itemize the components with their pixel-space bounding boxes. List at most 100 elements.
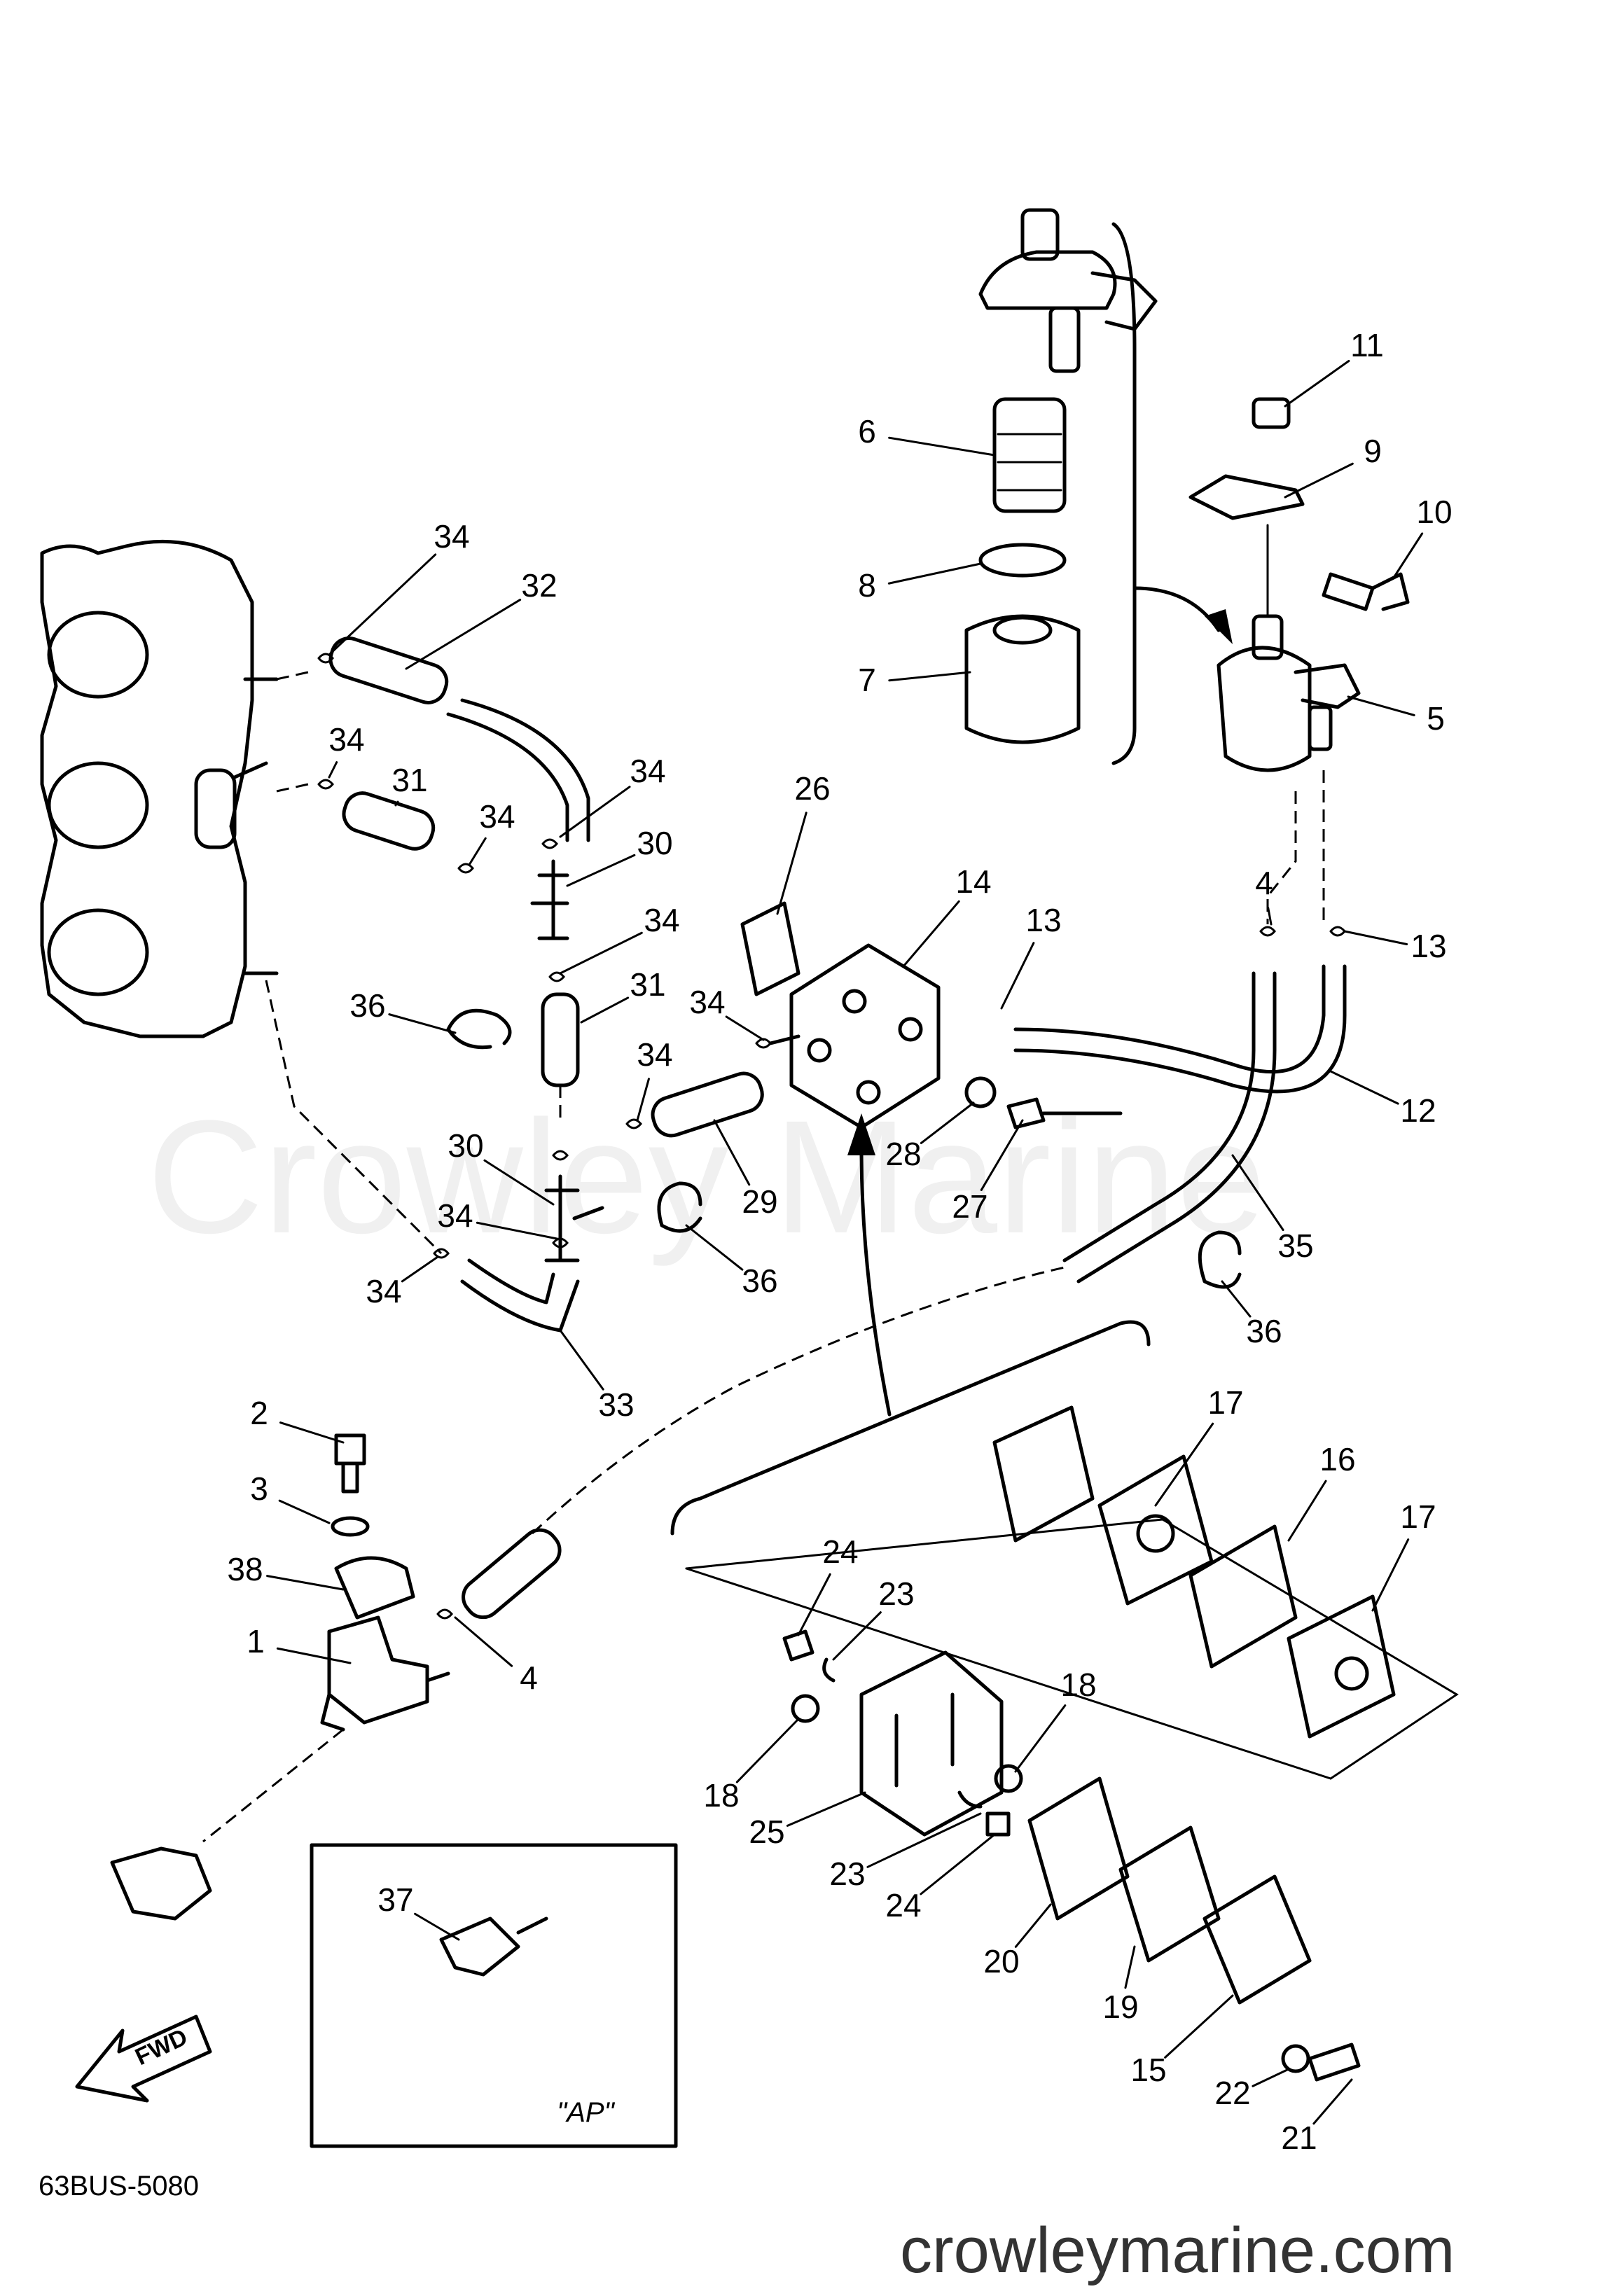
leader-line bbox=[483, 1159, 555, 1206]
inset-label: "AP" bbox=[557, 2097, 616, 2128]
part-label: 12 bbox=[1400, 1092, 1436, 1129]
leader-line bbox=[1231, 1154, 1284, 1231]
part-label: 27 bbox=[952, 1188, 987, 1225]
part-label: 10 bbox=[1416, 494, 1452, 530]
part-label: 34 bbox=[328, 721, 364, 758]
part-label: 19 bbox=[1102, 1989, 1138, 2025]
hoses-left bbox=[265, 636, 772, 1333]
part-label: 36 bbox=[349, 987, 385, 1024]
leader-line bbox=[1287, 1480, 1327, 1542]
leader-line bbox=[1312, 2078, 1353, 2125]
leader-line bbox=[1164, 1994, 1234, 2059]
part-label: 26 bbox=[794, 770, 830, 807]
inset-ap: "AP" bbox=[310, 1843, 678, 2148]
leader-line bbox=[476, 1221, 562, 1241]
site-name: crowleymarine.com bbox=[900, 2215, 1455, 2286]
leader-line bbox=[1284, 462, 1354, 499]
leader-line bbox=[735, 1718, 800, 1783]
part-label: 30 bbox=[448, 1127, 483, 1164]
leader-line bbox=[1284, 360, 1350, 408]
part-label: 34 bbox=[644, 902, 679, 938]
part-label: 23 bbox=[878, 1575, 914, 1612]
leader-line bbox=[468, 837, 487, 866]
leader-line bbox=[559, 931, 643, 975]
fuel-pump-exploded bbox=[670, 1320, 1459, 2082]
leader-line bbox=[1221, 1280, 1252, 1318]
part-label: 17 bbox=[1400, 1498, 1436, 1535]
joint-connector bbox=[110, 1266, 1065, 1921]
leader-line bbox=[405, 599, 522, 670]
part-label: 11 bbox=[1350, 327, 1384, 363]
leader-line bbox=[920, 1833, 996, 1895]
leader-line bbox=[786, 1791, 866, 1827]
leader-line bbox=[1014, 1704, 1067, 1773]
leader-line bbox=[713, 1119, 751, 1186]
leader-line bbox=[276, 1647, 352, 1664]
part-label: 4 bbox=[1255, 865, 1273, 901]
leader-line bbox=[580, 996, 630, 1024]
leader-line bbox=[776, 812, 808, 915]
leader-line bbox=[1329, 1070, 1399, 1105]
part-label: 7 bbox=[858, 662, 876, 698]
part-label: 38 bbox=[227, 1551, 263, 1587]
leader-line bbox=[1347, 695, 1415, 716]
leader-line bbox=[328, 553, 437, 656]
leader-line bbox=[566, 854, 636, 887]
leader-line bbox=[1252, 2068, 1290, 2087]
leader-lines bbox=[266, 360, 1424, 2125]
part-label: 28 bbox=[885, 1136, 921, 1172]
part-label: 31 bbox=[391, 762, 427, 798]
part-label: 34 bbox=[637, 1036, 672, 1073]
part-label: 18 bbox=[1060, 1667, 1096, 1703]
leader-line bbox=[401, 1255, 439, 1283]
leader-line bbox=[832, 1611, 882, 1661]
part-label: 34 bbox=[366, 1273, 401, 1309]
part-label: 30 bbox=[637, 825, 672, 861]
leader-line bbox=[388, 1013, 457, 1034]
part-label: 3 bbox=[250, 1470, 268, 1507]
leader-line bbox=[278, 1499, 331, 1524]
part-label: 20 bbox=[983, 1943, 1019, 1980]
part-label: 2 bbox=[250, 1395, 268, 1431]
part-label: 34 bbox=[434, 518, 469, 555]
leader-line bbox=[980, 1119, 1024, 1191]
part-label: 9 bbox=[1364, 433, 1382, 469]
part-label: 33 bbox=[598, 1386, 634, 1423]
leader-line bbox=[559, 786, 631, 838]
fuel-pump-assembled bbox=[651, 901, 1347, 1417]
part-label: 6 bbox=[858, 413, 876, 450]
part-label: 31 bbox=[630, 966, 665, 1003]
leader-line bbox=[328, 761, 338, 779]
leader-line bbox=[902, 900, 960, 968]
part-label: 21 bbox=[1281, 2120, 1317, 2156]
leader-line bbox=[279, 1421, 345, 1444]
diagram-code: 63BUS-5080 bbox=[39, 2171, 199, 2201]
leader-line bbox=[636, 1078, 650, 1122]
part-label: 22 bbox=[1214, 2075, 1250, 2111]
leader-line bbox=[1371, 1538, 1410, 1612]
part-label: 13 bbox=[1025, 902, 1061, 938]
part-label: 17 bbox=[1207, 1384, 1243, 1421]
leader-line bbox=[866, 1812, 982, 1868]
part-label: 14 bbox=[955, 863, 991, 900]
part-label: 8 bbox=[858, 567, 876, 604]
leader-line bbox=[454, 1616, 513, 1667]
fuel-filter-assembly bbox=[964, 208, 1410, 937]
leader-line bbox=[888, 671, 971, 682]
part-label: 1 bbox=[247, 1623, 265, 1660]
part-label: 35 bbox=[1277, 1227, 1313, 1264]
leader-line bbox=[1014, 1903, 1052, 1948]
part-label: 34 bbox=[689, 984, 725, 1020]
part-label: 29 bbox=[742, 1183, 777, 1220]
part-label: 18 bbox=[703, 1777, 739, 1814]
part-label: 36 bbox=[1246, 1313, 1282, 1349]
part-label: 24 bbox=[885, 1887, 921, 1923]
leader-line bbox=[394, 800, 399, 807]
leader-line bbox=[888, 436, 996, 457]
engine-block bbox=[40, 539, 309, 1038]
leader-line bbox=[266, 1575, 345, 1591]
part-label: 4 bbox=[520, 1660, 538, 1696]
part-label: 16 bbox=[1319, 1441, 1355, 1477]
part-label: 34 bbox=[437, 1197, 473, 1234]
